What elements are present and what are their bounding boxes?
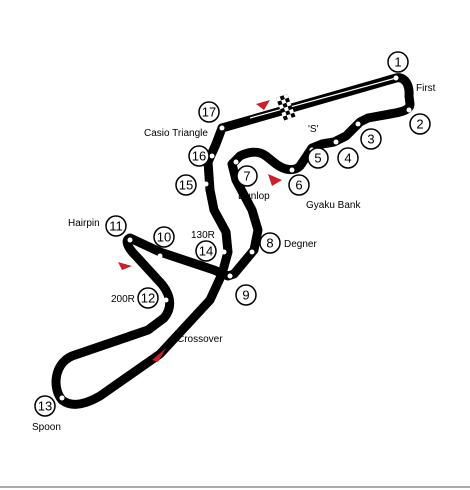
circuit-track xyxy=(51,73,415,409)
track-center-line xyxy=(249,77,397,119)
turn-marker-1: 1 xyxy=(387,51,409,73)
apex-dot xyxy=(59,395,65,401)
turn-number: 4 xyxy=(344,151,351,166)
corner-label-200r: 200R xyxy=(111,294,135,305)
corner-label-dunlop: Dunlop xyxy=(238,191,270,202)
apex-dot xyxy=(233,159,239,165)
apex-dot xyxy=(127,237,133,243)
turn-number: 5 xyxy=(314,151,321,166)
turn-marker-11: 11 xyxy=(105,215,127,237)
turn-marker-14: 14 xyxy=(195,240,217,262)
corner-label-s-curves: 'S' xyxy=(308,124,319,135)
turn-marker-9: 9 xyxy=(235,284,257,306)
turn-number: 15 xyxy=(179,178,193,193)
apex-dot xyxy=(221,249,227,255)
turn-marker-6: 6 xyxy=(288,174,310,196)
apex-dot xyxy=(393,75,399,81)
apex-dot xyxy=(249,249,255,255)
apex-dot xyxy=(289,167,295,173)
turn-marker-3: 3 xyxy=(360,128,382,150)
turn-number: 12 xyxy=(141,291,155,306)
apex-dot xyxy=(163,297,169,303)
turn-marker-16: 16 xyxy=(188,145,210,167)
turn-marker-10: 10 xyxy=(153,226,175,248)
corner-label-crossover: Crossover xyxy=(177,334,223,345)
turn-marker-13: 13 xyxy=(34,395,56,417)
turn-number: 14 xyxy=(199,244,213,259)
turn-number: 17 xyxy=(202,105,216,120)
direction-arrow-icon xyxy=(152,348,166,362)
corner-label-degner: Degner xyxy=(284,239,317,250)
turn-number: 1 xyxy=(394,55,401,70)
corner-label-first: First xyxy=(416,83,436,94)
turn-number: 16 xyxy=(192,149,206,164)
corner-label-130r: 130R xyxy=(191,230,215,241)
apex-dot xyxy=(333,139,339,145)
turn-marker-5: 5 xyxy=(307,147,329,169)
corner-label-gyaku-bank: Gyaku Bank xyxy=(306,200,361,211)
turn-marker-4: 4 xyxy=(337,147,359,169)
turn-number: 10 xyxy=(157,230,171,245)
apex-dot xyxy=(227,273,233,279)
turn-marker-7: 7 xyxy=(236,165,258,187)
apex-dot xyxy=(219,125,225,131)
turn-marker-12: 12 xyxy=(137,287,159,309)
apex-dot xyxy=(355,121,361,127)
apex-dot xyxy=(406,107,412,113)
corner-label-casio-triangle: Casio Triangle xyxy=(144,128,208,139)
apex-dot xyxy=(209,153,215,159)
direction-arrow-icon xyxy=(268,174,282,186)
apex-dot xyxy=(203,181,209,187)
turn-marker-15: 15 xyxy=(175,174,197,196)
corner-label-spoon: Spoon xyxy=(32,422,61,433)
turn-number: 3 xyxy=(367,132,374,147)
turn-number: 9 xyxy=(242,288,249,303)
turn-marker-2: 2 xyxy=(409,113,431,135)
turn-number: 11 xyxy=(109,219,123,234)
turn-number: 6 xyxy=(295,178,302,193)
corner-label-hairpin: Hairpin xyxy=(68,218,100,229)
direction-arrow-icon xyxy=(118,262,132,270)
turn-marker-8: 8 xyxy=(259,232,281,254)
apex-dot xyxy=(157,253,163,259)
direction-arrow-icon xyxy=(256,100,270,110)
turn-number: 8 xyxy=(266,236,273,251)
turn-number: 13 xyxy=(38,399,52,414)
checkered-flag-icon xyxy=(276,93,296,121)
turn-number: 2 xyxy=(416,117,423,132)
turn-marker-17: 17 xyxy=(198,101,220,123)
turn-number: 7 xyxy=(243,169,250,184)
